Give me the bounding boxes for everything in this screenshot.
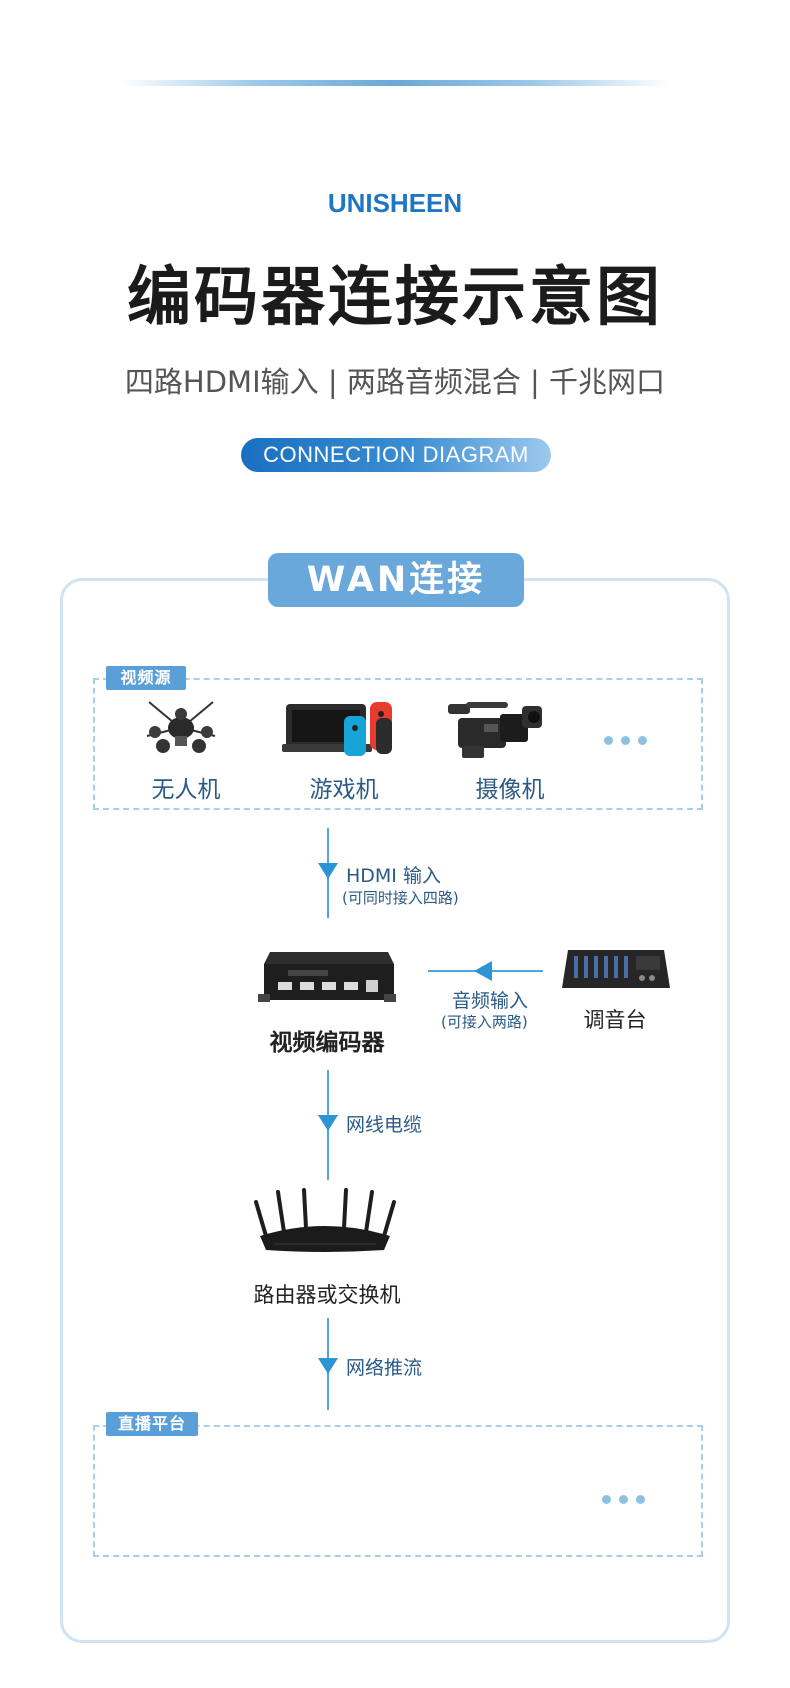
video-encoder-icon [258,952,396,1002]
router-icon [254,1188,396,1252]
page-subtitle: 四路HDMI输入 | 两路音频混合 | 千兆网口 [124,365,666,399]
source-label-camcorder: 摄像机 [475,777,545,803]
hdmi-input-label: HDMI 输入 [346,865,441,887]
stream-arrow-icon [318,1358,338,1374]
router-label: 路由器或交换机 [253,1283,401,1307]
more-platforms-ellipsis [602,1495,645,1504]
source-label-drone: 无人机 [151,777,221,803]
drone-icon [146,701,216,753]
cable-arrow-icon [318,1115,338,1131]
audio-input-note: (可接入两路) [441,1013,528,1031]
audio-mixer-icon [562,950,670,988]
mixer-label: 调音台 [583,1008,647,1032]
video-source-box [93,678,703,810]
page-title: 编码器连接示意图 [127,261,663,335]
camcorder-icon [448,702,542,758]
game-console-icon [282,702,392,756]
source-label-console: 游戏机 [309,777,379,803]
top-divider-line [120,80,670,86]
stream-label: 网络推流 [346,1357,423,1379]
hdmi-arrow-icon [318,863,338,879]
audio-input-label: 音频输入 [452,990,529,1012]
platform-tag: 直播平台 [106,1412,198,1436]
encoder-label: 视频编码器 [269,1030,385,1056]
more-sources-ellipsis [604,736,647,745]
brand-logo: UNISHEEN [327,188,463,218]
cable-label: 网线电缆 [346,1114,423,1136]
video-source-tag: 视频源 [106,666,186,690]
hdmi-input-note: (可同时接入四路) [342,889,459,907]
audio-arrow-icon [474,961,492,981]
section-pill: CONNECTION DIAGRAM [241,438,551,472]
wan-title: WAN连接 [268,553,524,607]
platform-box [93,1425,703,1557]
diagram-card [60,578,730,1643]
